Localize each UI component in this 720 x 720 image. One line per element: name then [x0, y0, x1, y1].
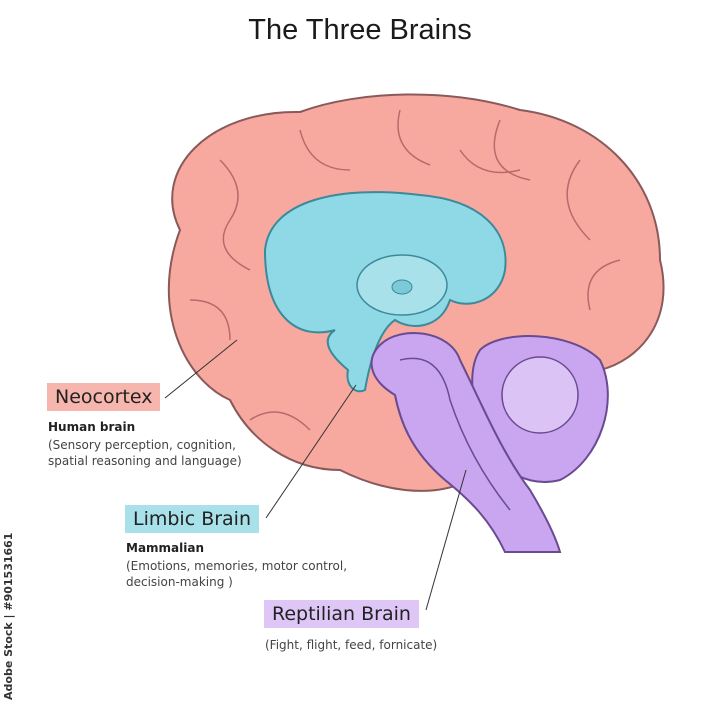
limbic-pointer	[265, 384, 357, 519]
neocortex-label: Neocortex	[47, 383, 161, 411]
reptilian-pointer	[425, 469, 467, 611]
reptilian-description: (Fight, flight, feed, fornicate)	[265, 638, 438, 652]
limbic-label: Limbic Brain	[125, 505, 260, 533]
neocortex-pointer	[164, 339, 238, 399]
limbic-description: (Emotions, memories, motor control,decis…	[126, 559, 348, 589]
limbic-subtitle: Mammalian	[126, 541, 205, 555]
neocortex-description: (Sensory perception, cognition,spatial r…	[48, 438, 242, 468]
watermark: Adobe Stock | #901531661	[2, 532, 15, 700]
reptilian-label: Reptilian Brain	[264, 600, 419, 628]
cortex-folds	[189, 109, 621, 431]
brainstem-shape	[370, 332, 562, 553]
diagram-title: The Three Brains	[248, 14, 472, 46]
neocortex-subtitle: Human brain	[48, 420, 136, 434]
